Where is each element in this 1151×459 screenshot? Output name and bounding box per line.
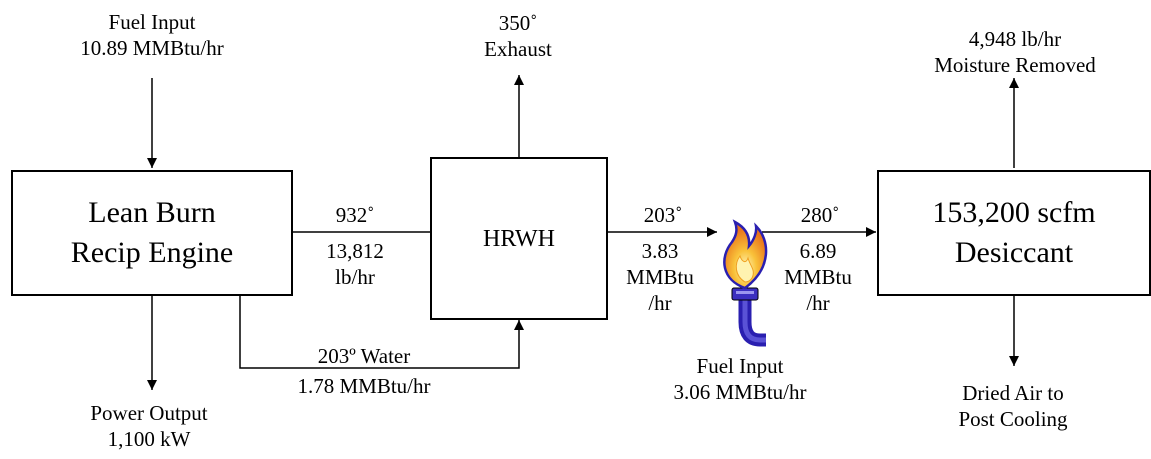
hrwh-outlet-energy: 3.83 MMBtu /hr [626, 238, 694, 316]
burner-outlet-energy-unit2: /hr [806, 291, 830, 315]
water-loop-temp: 203º Water [317, 344, 411, 368]
water-loop-energy: 1.78 MMBtu/hr [297, 374, 431, 398]
engine-exhaust-temp: 932˚ [335, 203, 375, 227]
engine-label-line1: Lean Burn [88, 196, 216, 229]
burner-outlet-energy: 6.89 MMBtu /hr [784, 238, 852, 316]
desiccant-box: 153,200 scfm Desiccant [877, 170, 1151, 296]
engine-fuel-input-label: Fuel Input 10.89 MMBtu/hr [80, 9, 224, 61]
water-loop-line [239, 296, 524, 369]
power-output-title: Power Output [90, 401, 208, 425]
hrwh-box: HRWH [430, 157, 608, 320]
burner-outlet-energy-unit1: MMBtu [784, 265, 852, 289]
engine-fuel-input-value: 10.89 MMBtu/hr [80, 36, 224, 60]
engine-exhaust-flow-unit: lb/hr [335, 265, 375, 289]
gas-burner-flame-icon [723, 219, 768, 347]
dried-air-line1: Dried Air to [962, 381, 1064, 405]
hrwh-exhaust-title: Exhaust [484, 37, 552, 61]
hrwh-exhaust-temp: 350˚ [498, 11, 538, 35]
moisture-removed-value: 4,948 lb/hr [968, 27, 1062, 51]
moisture-removed-title: Moisture Removed [934, 53, 1096, 77]
hrwh-outlet-temp: 203˚ [643, 203, 683, 227]
engine-box: Lean Burn Recip Engine [11, 170, 293, 296]
desiccant-label-line2: Desiccant [954, 236, 1074, 269]
power-output-label: Power Output 1,100 kW [90, 400, 207, 452]
hrwh-outlet-energy-unit1: MMBtu [626, 265, 694, 289]
burner-outlet-temp: 280˚ [800, 203, 840, 227]
hrwh-outlet-energy-value: 3.83 [641, 239, 679, 263]
burner-fuel-input-label: Fuel Input 3.06 MMBtu/hr [673, 353, 806, 405]
engine-exhaust-flow: 13,812 lb/hr [326, 238, 384, 290]
hrwh-label: HRWH [483, 225, 555, 252]
dried-air-label: Dried Air to Post Cooling [958, 380, 1067, 432]
burner-fuel-input-title: Fuel Input [696, 354, 784, 378]
hrwh-exhaust-label: 350˚ Exhaust [484, 10, 552, 62]
engine-label-line2: Recip Engine [70, 236, 234, 269]
power-output-value: 1,100 kW [107, 427, 191, 451]
engine-exhaust-flow-value: 13,812 [326, 239, 384, 263]
desiccant-label-line1: 153,200 scfm [932, 196, 1096, 229]
moisture-removed-label: 4,948 lb/hr Moisture Removed [934, 26, 1096, 78]
hrwh-outlet-energy-unit2: /hr [648, 291, 672, 315]
dried-air-line2: Post Cooling [958, 407, 1068, 431]
burner-outlet-energy-value: 6.89 [799, 239, 837, 263]
burner-fuel-input-value: 3.06 MMBtu/hr [673, 380, 807, 404]
engine-fuel-input-title: Fuel Input [108, 10, 196, 34]
